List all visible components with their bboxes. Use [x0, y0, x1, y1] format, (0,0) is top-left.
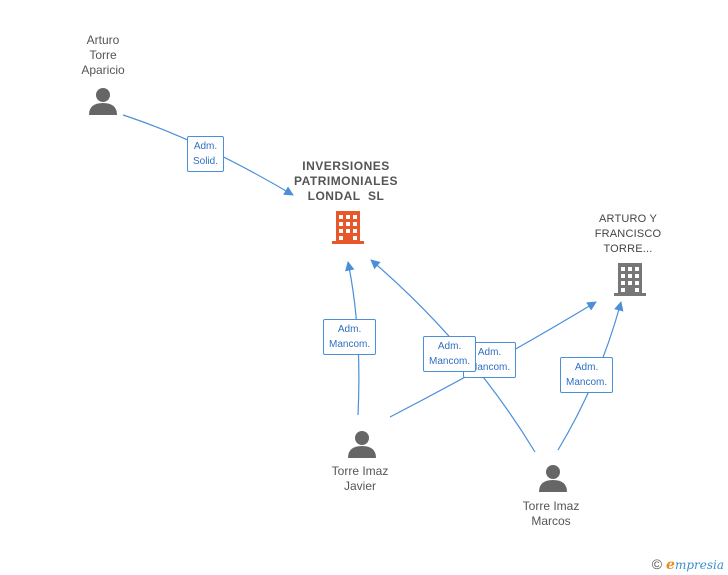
node-label-marcos[interactable]: Torre Imaz Marcos [506, 499, 596, 529]
label-line: Adm. [477, 347, 502, 358]
label-line: LONDAL SL [307, 189, 385, 203]
person-icon[interactable] [89, 88, 117, 115]
node-label-arturo[interactable]: Arturo Torre Aparicio [58, 33, 148, 78]
person-icon[interactable] [348, 431, 376, 458]
brand-logo: empresia [666, 557, 724, 573]
label-line: Torre [89, 48, 117, 62]
edge-label-javier-inversiones[interactable]: Adm. Mancom. [323, 319, 377, 355]
brand-initial: e [666, 557, 675, 573]
label-line: Arturo [86, 33, 120, 47]
label-line: Adm. [574, 362, 599, 373]
label-line: Adm. [437, 341, 462, 352]
node-label-javier[interactable]: Torre Imaz Javier [315, 464, 405, 494]
label-line: Torre Imaz [331, 464, 389, 478]
label-line: FRANCISCO [594, 228, 662, 240]
label-line: Torre Imaz [522, 499, 580, 513]
edge-label-marcos-arturo-francisco[interactable]: Adm. Mancom. [560, 357, 614, 393]
label-line: Marcos [531, 514, 571, 528]
building-icon[interactable] [332, 211, 364, 244]
person-icon[interactable] [539, 465, 567, 492]
label-line: Solid. [193, 156, 219, 167]
label-line: Adm. [337, 324, 362, 335]
node-label-arturo-francisco[interactable]: ARTURO Y FRANCISCO TORRE... [578, 212, 678, 257]
label-line: Mancom. [469, 362, 511, 373]
label-line: Mancom. [429, 356, 471, 367]
node-label-inversiones[interactable]: INVERSIONES PATRIMONIALES LONDAL SL [276, 159, 416, 204]
label-line: Adm. [193, 141, 218, 152]
label-line: ARTURO Y [598, 213, 658, 225]
label-line: Mancom. [329, 339, 371, 350]
edge-label-arturo-inversiones[interactable]: Adm. Solid. [187, 136, 225, 172]
label-line: Aparicio [81, 63, 125, 77]
building-icon[interactable] [614, 263, 646, 296]
copyright-icon: © [651, 556, 663, 572]
brand-name: mpresia [674, 558, 724, 572]
label-line: Javier [343, 479, 376, 493]
label-line: Mancom. [566, 377, 608, 388]
brand-footer[interactable]: ©empresia [652, 556, 724, 573]
label-line: INVERSIONES [302, 159, 390, 173]
edge-label-marcos-inversiones[interactable]: Adm. Mancom. [423, 336, 477, 372]
label-line: TORRE... [603, 243, 653, 255]
label-line: PATRIMONIALES [293, 174, 399, 188]
